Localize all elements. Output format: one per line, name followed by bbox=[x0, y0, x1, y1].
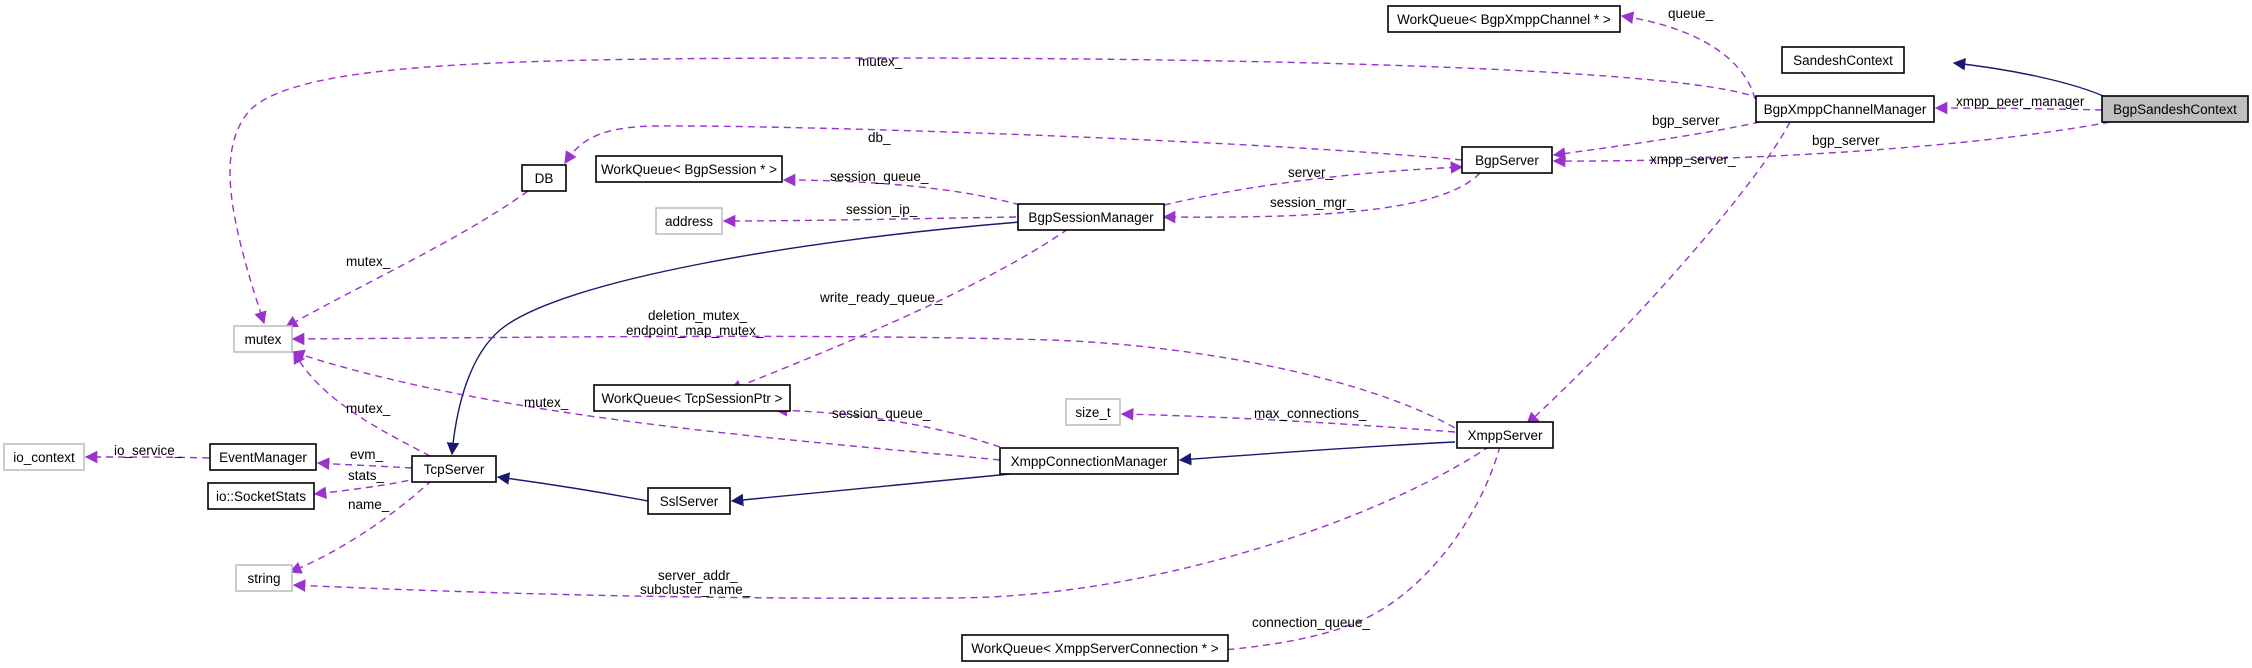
edge-label-subcluster-name: subcluster_name_ bbox=[640, 582, 751, 597]
node-workqueue-xmppserverconnection[interactable]: WorkQueue< XmppServerConnection * > bbox=[961, 634, 1229, 662]
node-io-context[interactable]: io_context bbox=[3, 443, 85, 471]
node-label-workqueue-xmppserverconnection: WorkQueue< XmppServerConnection * > bbox=[971, 641, 1218, 656]
edge-stats bbox=[313, 477, 421, 499]
node-bgpsandeshcontext[interactable]: BgpSandeshContext bbox=[2101, 95, 2249, 123]
nodes: BgpSandeshContext SandeshContext BgpXmpp… bbox=[3, 5, 2249, 662]
edge-label-name: name_ bbox=[348, 497, 390, 512]
node-label-size-t: size_t bbox=[1075, 405, 1111, 420]
edge-mutex-tcp bbox=[293, 350, 431, 457]
node-sandeshcontext[interactable]: SandeshContext bbox=[1781, 46, 1905, 74]
edge-label-write-ready-queue: write_ready_queue_ bbox=[819, 290, 943, 305]
edge-io-service bbox=[84, 450, 210, 464]
node-bgpserver[interactable]: BgpServer bbox=[1461, 146, 1553, 174]
edge-label-session-mgr: session_mgr_ bbox=[1270, 195, 1355, 210]
edge-xmpp-server bbox=[1526, 121, 1791, 425]
node-tcpserver[interactable]: TcpServer bbox=[411, 455, 497, 483]
edge-label-evm: evm_ bbox=[350, 447, 384, 462]
node-socketstats[interactable]: io::SocketStats bbox=[207, 482, 315, 510]
edge-label-bgp-server-b: bgp_server bbox=[1812, 133, 1880, 148]
edge-label-db: db_ bbox=[868, 130, 891, 145]
node-db[interactable]: DB bbox=[521, 164, 567, 192]
edge-queue bbox=[1620, 11, 1756, 100]
node-bgpxmppchannelmanager[interactable]: BgpXmppChannelManager bbox=[1755, 95, 1935, 123]
edge-db bbox=[564, 125, 1463, 165]
node-size-t[interactable]: size_t bbox=[1065, 398, 1121, 426]
edge-xmppconnectionmanager-sslserver bbox=[730, 473, 1011, 507]
node-eventmanager[interactable]: EventManager bbox=[209, 443, 317, 471]
edge-label-mutex-tcp: mutex_ bbox=[346, 401, 391, 416]
edge-bgp-server-a bbox=[1552, 121, 1761, 160]
edge-label-deletion-mutex: deletion_mutex_ bbox=[648, 308, 748, 323]
node-label-db: DB bbox=[535, 171, 554, 186]
node-label-workqueue-bgpsession: WorkQueue< BgpSession * > bbox=[601, 162, 777, 177]
edge-session-mgr bbox=[1162, 172, 1481, 224]
node-xmppconnectionmanager[interactable]: XmppConnectionManager bbox=[999, 447, 1179, 475]
node-workqueue-bgpxmppchannel[interactable]: WorkQueue< BgpXmppChannel * > bbox=[1387, 5, 1621, 33]
edge-server-addr bbox=[292, 445, 1491, 599]
node-label-sandeshcontext: SandeshContext bbox=[1793, 53, 1893, 68]
node-label-bgpsessionmanager: BgpSessionManager bbox=[1028, 210, 1154, 225]
edge-bgpsandeshcontext-sandeshcontext bbox=[1952, 57, 2111, 100]
node-address[interactable]: address bbox=[655, 207, 723, 235]
node-label-xmppconnectionmanager: XmppConnectionManager bbox=[1011, 454, 1168, 469]
node-label-socketstats: io::SocketStats bbox=[216, 489, 306, 504]
edge-max-connections bbox=[1120, 407, 1456, 433]
edge-label-mutex-db: mutex_ bbox=[346, 254, 391, 269]
node-workqueue-bgpsession[interactable]: WorkQueue< BgpSession * > bbox=[595, 155, 783, 183]
edge-sslserver-tcpserver bbox=[496, 472, 649, 502]
edge-mutex-conn bbox=[291, 349, 1001, 461]
node-label-address: address bbox=[665, 214, 713, 229]
edge-label-mutex-conn: mutex_ bbox=[524, 395, 569, 410]
edge-label-queue: queue_ bbox=[1668, 6, 1714, 21]
node-label-string: string bbox=[247, 571, 280, 586]
edge-label-xmpp-server: xmpp_server_ bbox=[1650, 152, 1736, 167]
edge-label-mutex-top: mutex_ bbox=[858, 54, 903, 69]
node-string[interactable]: string bbox=[235, 564, 293, 592]
edge-session-queue-b bbox=[774, 404, 1001, 448]
edge-labels: queue_ mutex_ xmpp_peer_manager bgp_serv… bbox=[114, 6, 2085, 630]
node-workqueue-tcpsessionptr[interactable]: WorkQueue< TcpSessionPtr > bbox=[593, 384, 791, 412]
node-bgpsessionmanager[interactable]: BgpSessionManager bbox=[1017, 203, 1165, 231]
edge-session-ip bbox=[722, 214, 1017, 228]
edge-write-ready-queue bbox=[728, 228, 1069, 392]
node-label-bgpxmppchannelmanager: BgpXmppChannelManager bbox=[1764, 102, 1927, 117]
edge-label-session-ip: session_ip_ bbox=[846, 202, 918, 217]
edge-label-xmpp-peer-manager: xmpp_peer_manager bbox=[1956, 94, 2085, 109]
edge-label-session-queue-b: session_queue_ bbox=[832, 406, 931, 421]
edge-deletion-mutex bbox=[291, 332, 1466, 435]
edge-xmppserver-xmppconnectionmanager bbox=[1178, 441, 1456, 466]
node-label-bgpserver: BgpServer bbox=[1475, 153, 1539, 168]
edge-label-server: server_ bbox=[1288, 165, 1334, 180]
edges bbox=[84, 11, 2111, 659]
node-xmppserver[interactable]: XmppServer bbox=[1456, 421, 1554, 449]
edge-label-connection-queue: connection_queue_ bbox=[1252, 615, 1370, 630]
edge-label-endpoint-map-mutex: endpoint_map_mutex_ bbox=[626, 323, 764, 338]
node-sslserver[interactable]: SslServer bbox=[647, 487, 731, 515]
node-label-workqueue-tcpsessionptr: WorkQueue< TcpSessionPtr > bbox=[601, 391, 782, 406]
node-label-eventmanager: EventManager bbox=[219, 450, 307, 465]
edge-label-io-service: io_service_ bbox=[114, 443, 183, 458]
node-label-tcpserver: TcpServer bbox=[424, 462, 485, 477]
node-label-mutex: mutex bbox=[245, 332, 282, 347]
edge-label-max-connections: max_connections_ bbox=[1254, 406, 1367, 421]
edge-label-session-queue-a: session_queue_ bbox=[830, 169, 929, 184]
edge-mutex-top bbox=[229, 57, 1761, 325]
node-label-xmppserver: XmppServer bbox=[1467, 428, 1543, 443]
node-label-sslserver: SslServer bbox=[660, 494, 719, 509]
node-label-io-context: io_context bbox=[13, 450, 75, 465]
edge-mutex-db bbox=[284, 190, 529, 328]
edge-server bbox=[1163, 161, 1464, 206]
edge-label-bgp-server-a: bgp_server bbox=[1652, 113, 1720, 128]
node-label-bgpsandeshcontext: BgpSandeshContext bbox=[2113, 102, 2237, 117]
edge-label-server-addr: server_addr_ bbox=[658, 568, 738, 583]
edge-bgp-server-b bbox=[1552, 121, 2111, 168]
edge-evm bbox=[316, 457, 413, 470]
edge-name bbox=[288, 479, 433, 574]
edge-xmpp-peer-manager bbox=[1934, 101, 2103, 115]
edge-label-stats: stats_ bbox=[348, 468, 385, 483]
edge-session-queue-a bbox=[782, 173, 1021, 206]
node-mutex[interactable]: mutex bbox=[233, 325, 293, 353]
node-label-workqueue-bgpxmppchannel: WorkQueue< BgpXmppChannel * > bbox=[1397, 12, 1611, 27]
